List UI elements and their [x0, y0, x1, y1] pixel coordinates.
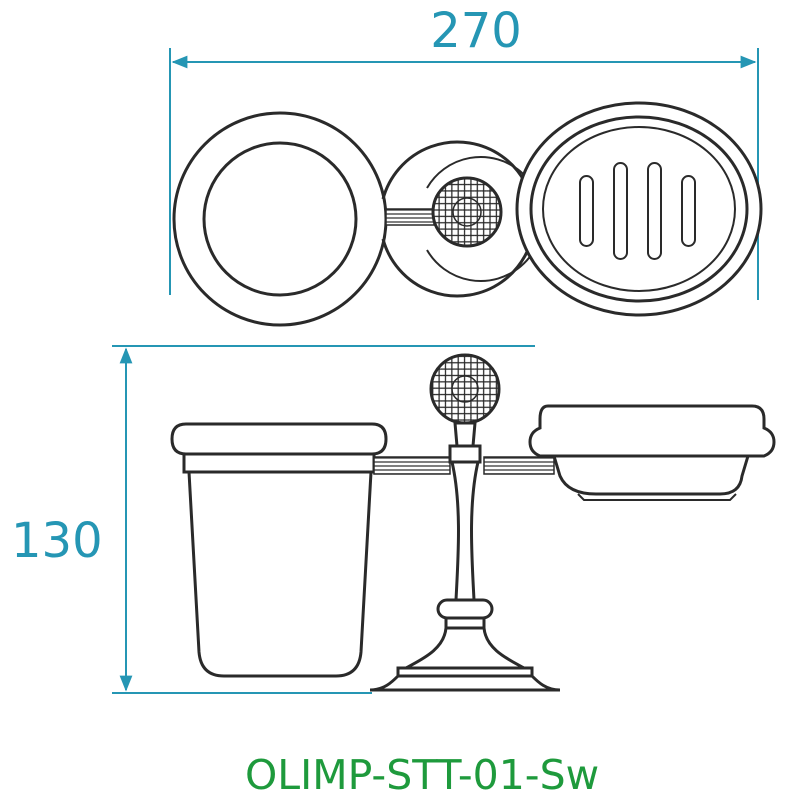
top-view-tumbler-ring	[174, 113, 386, 325]
front-view	[172, 355, 774, 690]
top-view-bar-left	[386, 209, 434, 225]
width-label: 270	[430, 3, 522, 59]
height-label: 130	[11, 513, 103, 569]
front-view-tumbler	[172, 424, 386, 676]
top-view-soap-dish	[517, 103, 761, 315]
top-view	[174, 103, 761, 325]
front-view-bar-left	[374, 457, 450, 474]
front-view-bar-right	[484, 457, 554, 474]
front-view-stand	[370, 355, 560, 690]
front-view-soap-dish	[530, 406, 774, 500]
model-code-label: OLIMP-STT-01-Sw	[245, 751, 599, 799]
top-view-crystal-knob	[433, 178, 501, 246]
